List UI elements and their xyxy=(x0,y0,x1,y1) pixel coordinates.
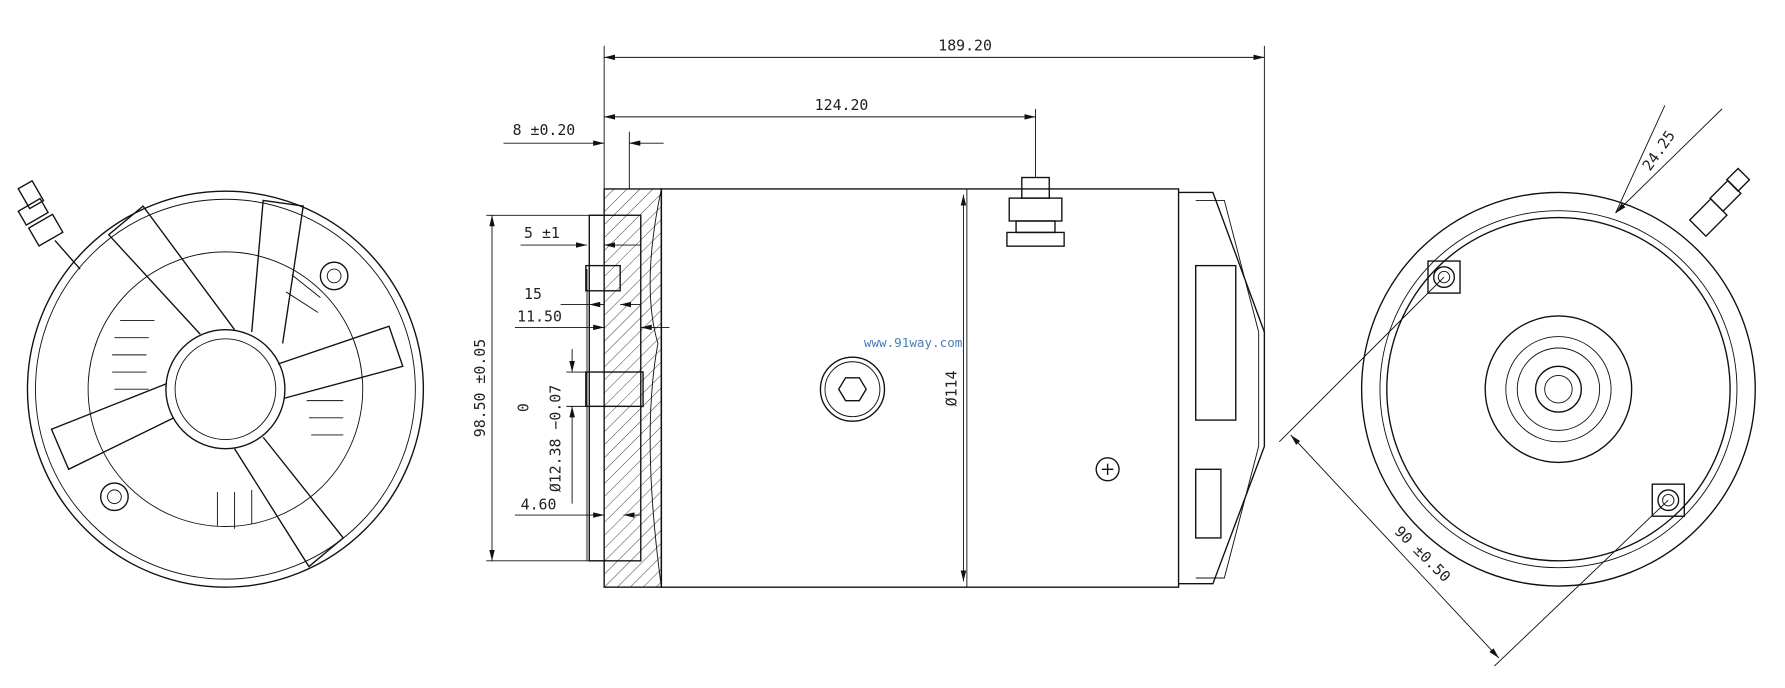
dim-11-50: 11.50 xyxy=(517,308,562,326)
mounting-bolt xyxy=(319,261,349,291)
dim-flange: 8 ±0.20 xyxy=(513,121,576,139)
mounting-boss xyxy=(1427,260,1461,294)
dim-shaft-offset: 5 ±1 xyxy=(524,224,560,242)
watermark: www.91way.com xyxy=(864,335,962,350)
terminal-post xyxy=(1006,176,1065,247)
armature-fins xyxy=(112,274,344,529)
hub xyxy=(165,329,286,450)
dim-terminal: 124.20 xyxy=(815,96,869,114)
terminal-stud xyxy=(1688,167,1751,238)
dim-body-diameter: Ø114 xyxy=(943,371,961,407)
end-cap xyxy=(1178,191,1266,585)
dim-pilot-diameter: 98.50 ±0.05 xyxy=(471,339,489,437)
mounting-boss xyxy=(1651,483,1685,517)
ground-screw xyxy=(1095,457,1120,482)
dim-overall-length: 189.20 xyxy=(938,37,992,55)
right-end-view: 90 ±0.50 24.25 xyxy=(1278,105,1756,667)
dim-shaft-diameter: Ø12.38 −0.07 xyxy=(547,385,565,492)
dim-4-60: 4.60 xyxy=(521,495,557,513)
mounting-bolt xyxy=(100,482,129,512)
spokes xyxy=(50,199,404,568)
vent-plug xyxy=(819,356,886,422)
dim-15: 15 xyxy=(524,285,542,303)
commutator-hub xyxy=(1484,315,1633,464)
side-view: www.91way.com xyxy=(585,176,1266,588)
dim-tol-upper: 0 xyxy=(515,403,533,412)
dimensions: 189.20 124.20 8 ±0.20 98.50 ±0.05 5 ±1 1… xyxy=(471,37,1265,582)
terminal-stud xyxy=(17,179,81,270)
left-end-view xyxy=(17,179,425,588)
